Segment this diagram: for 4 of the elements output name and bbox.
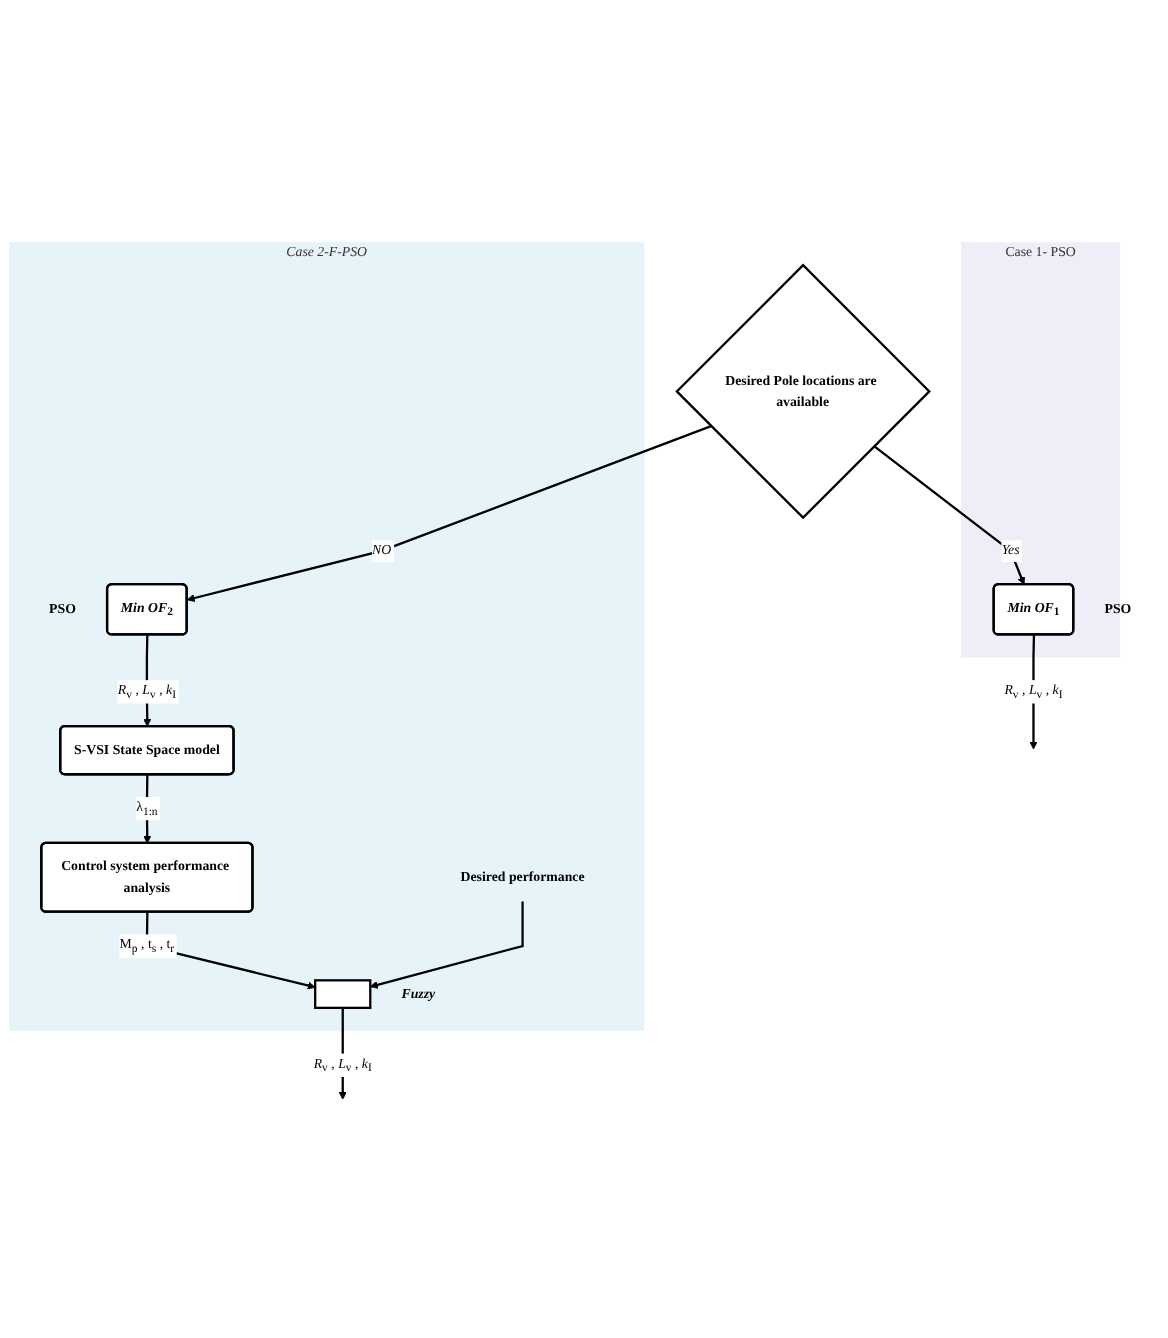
node-box [314, 979, 372, 1009]
arrow [186, 425, 712, 602]
arrow [369, 901, 524, 989]
arrow [873, 445, 1026, 585]
